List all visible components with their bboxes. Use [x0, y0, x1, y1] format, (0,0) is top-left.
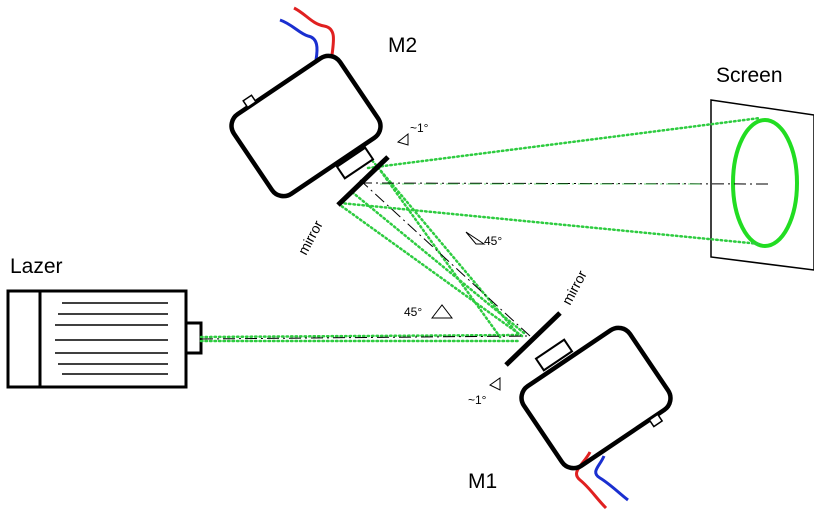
projected-ellipse — [731, 118, 799, 248]
motor-m1 — [504, 311, 673, 510]
laser-body — [6, 289, 188, 389]
axis-laser-to-m1 — [200, 335, 531, 340]
mirror-m2-label: mirror — [295, 217, 326, 257]
motor-m2-body — [229, 53, 383, 199]
mirror-m1 — [504, 311, 562, 367]
mirror-m2 — [336, 155, 390, 207]
laser — [6, 289, 203, 389]
screen-panel — [710, 99, 814, 271]
motor-m1-shaft — [534, 338, 574, 372]
beam-m1-to-m2-c — [378, 168, 502, 339]
wire-red-m2 — [293, 6, 336, 56]
angle-lower-label: 45° — [404, 305, 422, 319]
beam-m1-to-m2-a — [363, 150, 520, 336]
motor-m2-shaft — [335, 146, 375, 180]
motor-m1-label: M1 — [468, 470, 497, 493]
beam-m1-to-m2-b — [338, 203, 524, 338]
angle-upper-triangle — [465, 231, 486, 245]
motor-m1-tab — [648, 413, 664, 428]
angle-upper-label: 45° — [484, 234, 502, 248]
laser-aperture — [184, 321, 203, 355]
angle-lower-triangle — [430, 304, 454, 319]
tilt-upper-label: ~1° — [410, 121, 429, 135]
axis-m1-to-m2 — [359, 179, 531, 337]
wire-blue-m1 — [594, 455, 629, 502]
motor-m2-label: M2 — [388, 34, 417, 57]
wire-red-m1 — [575, 451, 608, 510]
tilt-lower-triangle — [489, 377, 501, 391]
screen-label: Screen — [716, 64, 783, 87]
beam-laser-to-m1-a — [199, 333, 520, 339]
laser-label: Lazer — [10, 255, 63, 278]
beam-m2-to-screen-top — [366, 116, 762, 170]
laser-fins — [55, 302, 168, 375]
motor-m1-body — [519, 325, 673, 471]
wire-blue-m2 — [279, 18, 319, 61]
motor-m2 — [229, 6, 390, 207]
motor-m2-tab — [242, 94, 257, 109]
tilt-lower-label: ~1° — [468, 393, 487, 407]
tilt-upper-triangle — [396, 132, 409, 146]
beam-m2-to-screen-bottom — [338, 201, 762, 246]
beam-m1-to-m2-d — [350, 190, 526, 335]
laser-beams — [199, 116, 762, 343]
mirror-m1-label: mirror — [559, 267, 590, 307]
screen — [710, 99, 814, 271]
